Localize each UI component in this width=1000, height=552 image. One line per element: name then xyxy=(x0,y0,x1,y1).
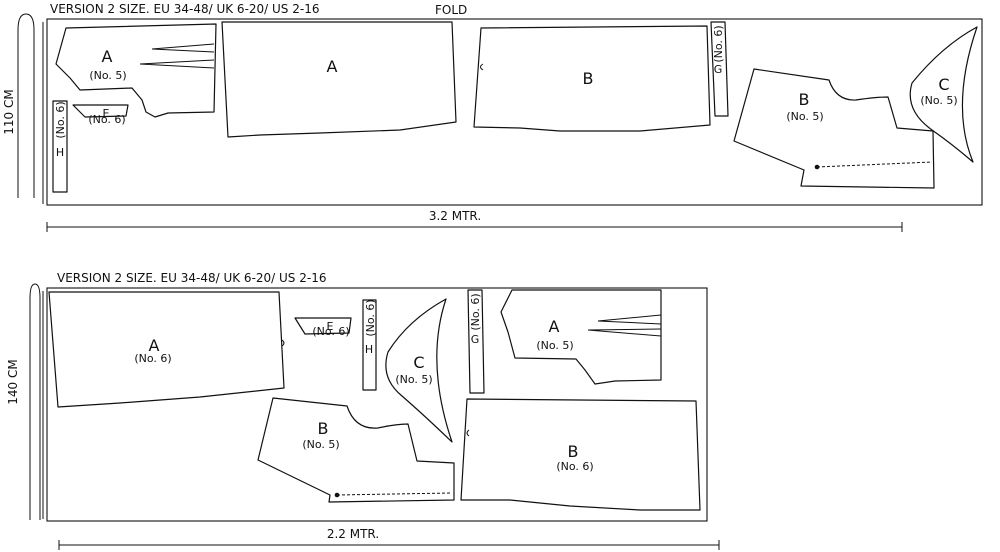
top-h-letter: H xyxy=(56,146,64,159)
top-fold-label: FOLD xyxy=(435,3,467,17)
bottom-b-side-size: (No. 5) xyxy=(302,438,339,451)
top-piece-b-main: B xyxy=(473,25,711,132)
bottom-b-side-letter: B xyxy=(318,419,329,438)
top-a-main-letter: A xyxy=(327,57,338,76)
bottom-b-main-size: (No. 6) xyxy=(556,460,593,473)
bottom-h-size: (No. 6) xyxy=(364,299,377,336)
top-g-letter: G xyxy=(714,63,723,76)
bottom-c-size: (No. 5) xyxy=(395,373,432,386)
bottom-piece-h: (No. 6) H xyxy=(362,299,377,391)
bottom-a-front-letter: A xyxy=(549,317,560,336)
bottom-h-letter: H xyxy=(365,343,373,356)
top-piece-c: C (No. 5) xyxy=(909,26,978,163)
top-e-letter: E xyxy=(103,107,110,120)
bottom-a-main-size: (No. 6) xyxy=(134,352,171,365)
bottom-piece-a-front: A (No. 5) xyxy=(500,289,662,385)
top-fabric-roll xyxy=(17,13,35,198)
top-c-size: (No. 5) xyxy=(920,94,957,107)
top-header: VERSION 2 SIZE. EU 34-48/ UK 6-20/ US 2-… xyxy=(50,2,319,16)
bottom-piece-b-main: B (No. 6) xyxy=(460,398,701,511)
top-piece-h: (No. 6) H xyxy=(52,100,68,193)
top-height-label: 110 CM xyxy=(2,89,16,134)
top-a-front-size: (No. 5) xyxy=(89,69,126,82)
top-e-size: (No. 6) xyxy=(88,113,125,126)
bottom-b-main-letter: B xyxy=(568,442,579,461)
top-b-main-letter: B xyxy=(583,69,594,88)
bottom-piece-e: E (No. 6) xyxy=(294,317,352,338)
layout-bottom: VERSION 2 SIZE. EU 34-48/ UK 6-20/ US 2-… xyxy=(6,271,720,550)
bottom-e-letter: E xyxy=(327,320,334,333)
bottom-e-size: (No. 6) xyxy=(312,325,349,338)
top-a-front-letter: A xyxy=(102,47,113,66)
bottom-piece-c: C (No. 5) xyxy=(385,298,453,443)
bottom-c-letter: C xyxy=(413,353,424,372)
bottom-fabric-roll xyxy=(29,283,41,520)
bottom-piece-b-side: B (No. 5) xyxy=(257,397,455,503)
top-piece-b-side: B (No. 5) xyxy=(733,68,935,189)
top-g-size: (No. 6) xyxy=(712,25,725,62)
top-b-side-size: (No. 5) xyxy=(786,110,823,123)
bottom-a-front-size: (No. 5) xyxy=(536,339,573,352)
bottom-piece-g: (No. 6) G xyxy=(467,289,485,394)
top-piece-a-main: A xyxy=(221,21,457,138)
top-h-size: (No. 6) xyxy=(54,101,67,138)
top-fabric-frame xyxy=(46,18,983,206)
top-piece-g: (No. 6) G xyxy=(710,21,729,117)
top-piece-a-front: A (No. 5) xyxy=(55,23,217,118)
layout-top: VERSION 2 SIZE. EU 34-48/ UK 6-20/ US 2-… xyxy=(2,2,983,232)
bottom-header: VERSION 2 SIZE. EU 34-48/ UK 6-20/ US 2-… xyxy=(57,271,326,285)
top-c-letter: C xyxy=(938,75,949,94)
bottom-a-main-letter: A xyxy=(149,336,160,355)
bottom-g-letter: G xyxy=(471,333,480,346)
top-width-label: 3.2 MTR. xyxy=(429,209,481,223)
bottom-g-size: (No. 6) xyxy=(469,293,482,330)
bottom-fabric-frame xyxy=(46,287,708,522)
top-b-side-letter: B xyxy=(799,90,810,109)
bottom-piece-a-main: A (No. 6) xyxy=(48,291,285,408)
bottom-height-label: 140 CM xyxy=(6,359,20,404)
top-piece-e: E (No. 6) xyxy=(72,104,129,126)
bottom-width-label: 2.2 MTR. xyxy=(327,527,379,541)
